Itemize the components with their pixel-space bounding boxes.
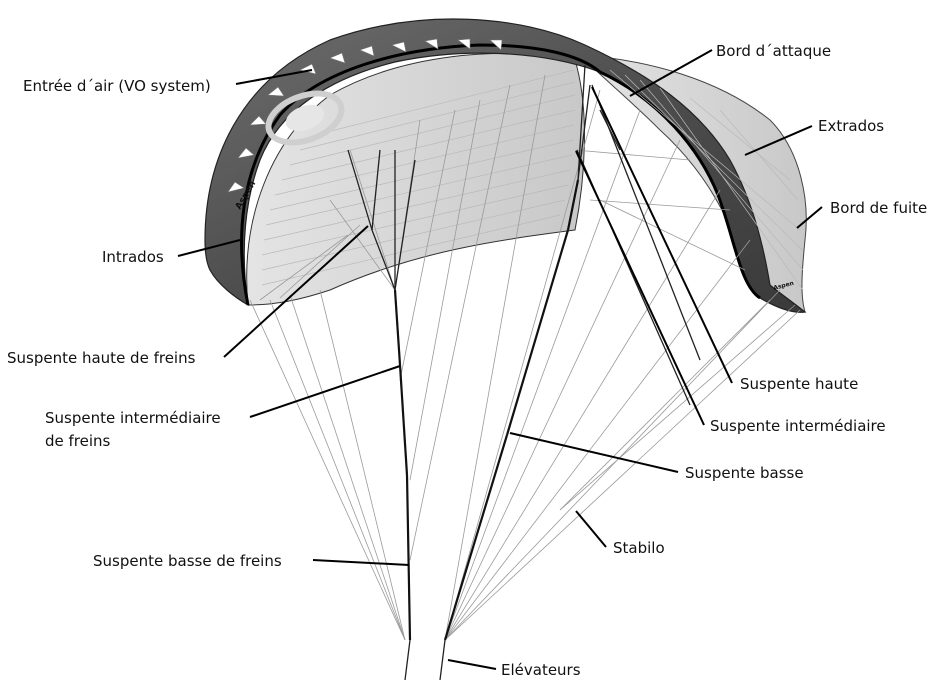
label-risers: Elévateurs bbox=[501, 661, 581, 679]
label-middle-brake-line-1: Suspente intermédiaire bbox=[45, 409, 221, 427]
label-upper-line: Suspente haute bbox=[740, 375, 858, 393]
label-trailing-edge: Bord de fuite bbox=[830, 199, 927, 217]
leader-risers bbox=[448, 660, 496, 669]
canopy: Aspen Aspen bbox=[205, 19, 806, 312]
leader-stabilo bbox=[576, 511, 606, 547]
leader-lower-line bbox=[510, 433, 678, 472]
label-middle-line: Suspente intermédiaire bbox=[710, 417, 886, 435]
label-stabilo: Stabilo bbox=[613, 539, 665, 557]
label-middle-brake-line-2: de freins bbox=[45, 432, 111, 450]
label-lower-surface: Intrados bbox=[102, 248, 164, 266]
label-air-intake: Entrée d´air (VO system) bbox=[23, 77, 211, 95]
label-lower-brake-line: Suspente basse de freins bbox=[93, 552, 282, 570]
extrados-surface bbox=[580, 55, 806, 312]
label-upper-brake-line: Suspente haute de freins bbox=[7, 349, 196, 367]
leader-middle-brake bbox=[250, 366, 400, 417]
label-upper-surface: Extrados bbox=[818, 117, 884, 135]
label-lower-line: Suspente basse bbox=[685, 464, 804, 482]
leader-lower-brake bbox=[313, 560, 409, 565]
label-leading-edge: Bord d´attaque bbox=[716, 42, 831, 60]
